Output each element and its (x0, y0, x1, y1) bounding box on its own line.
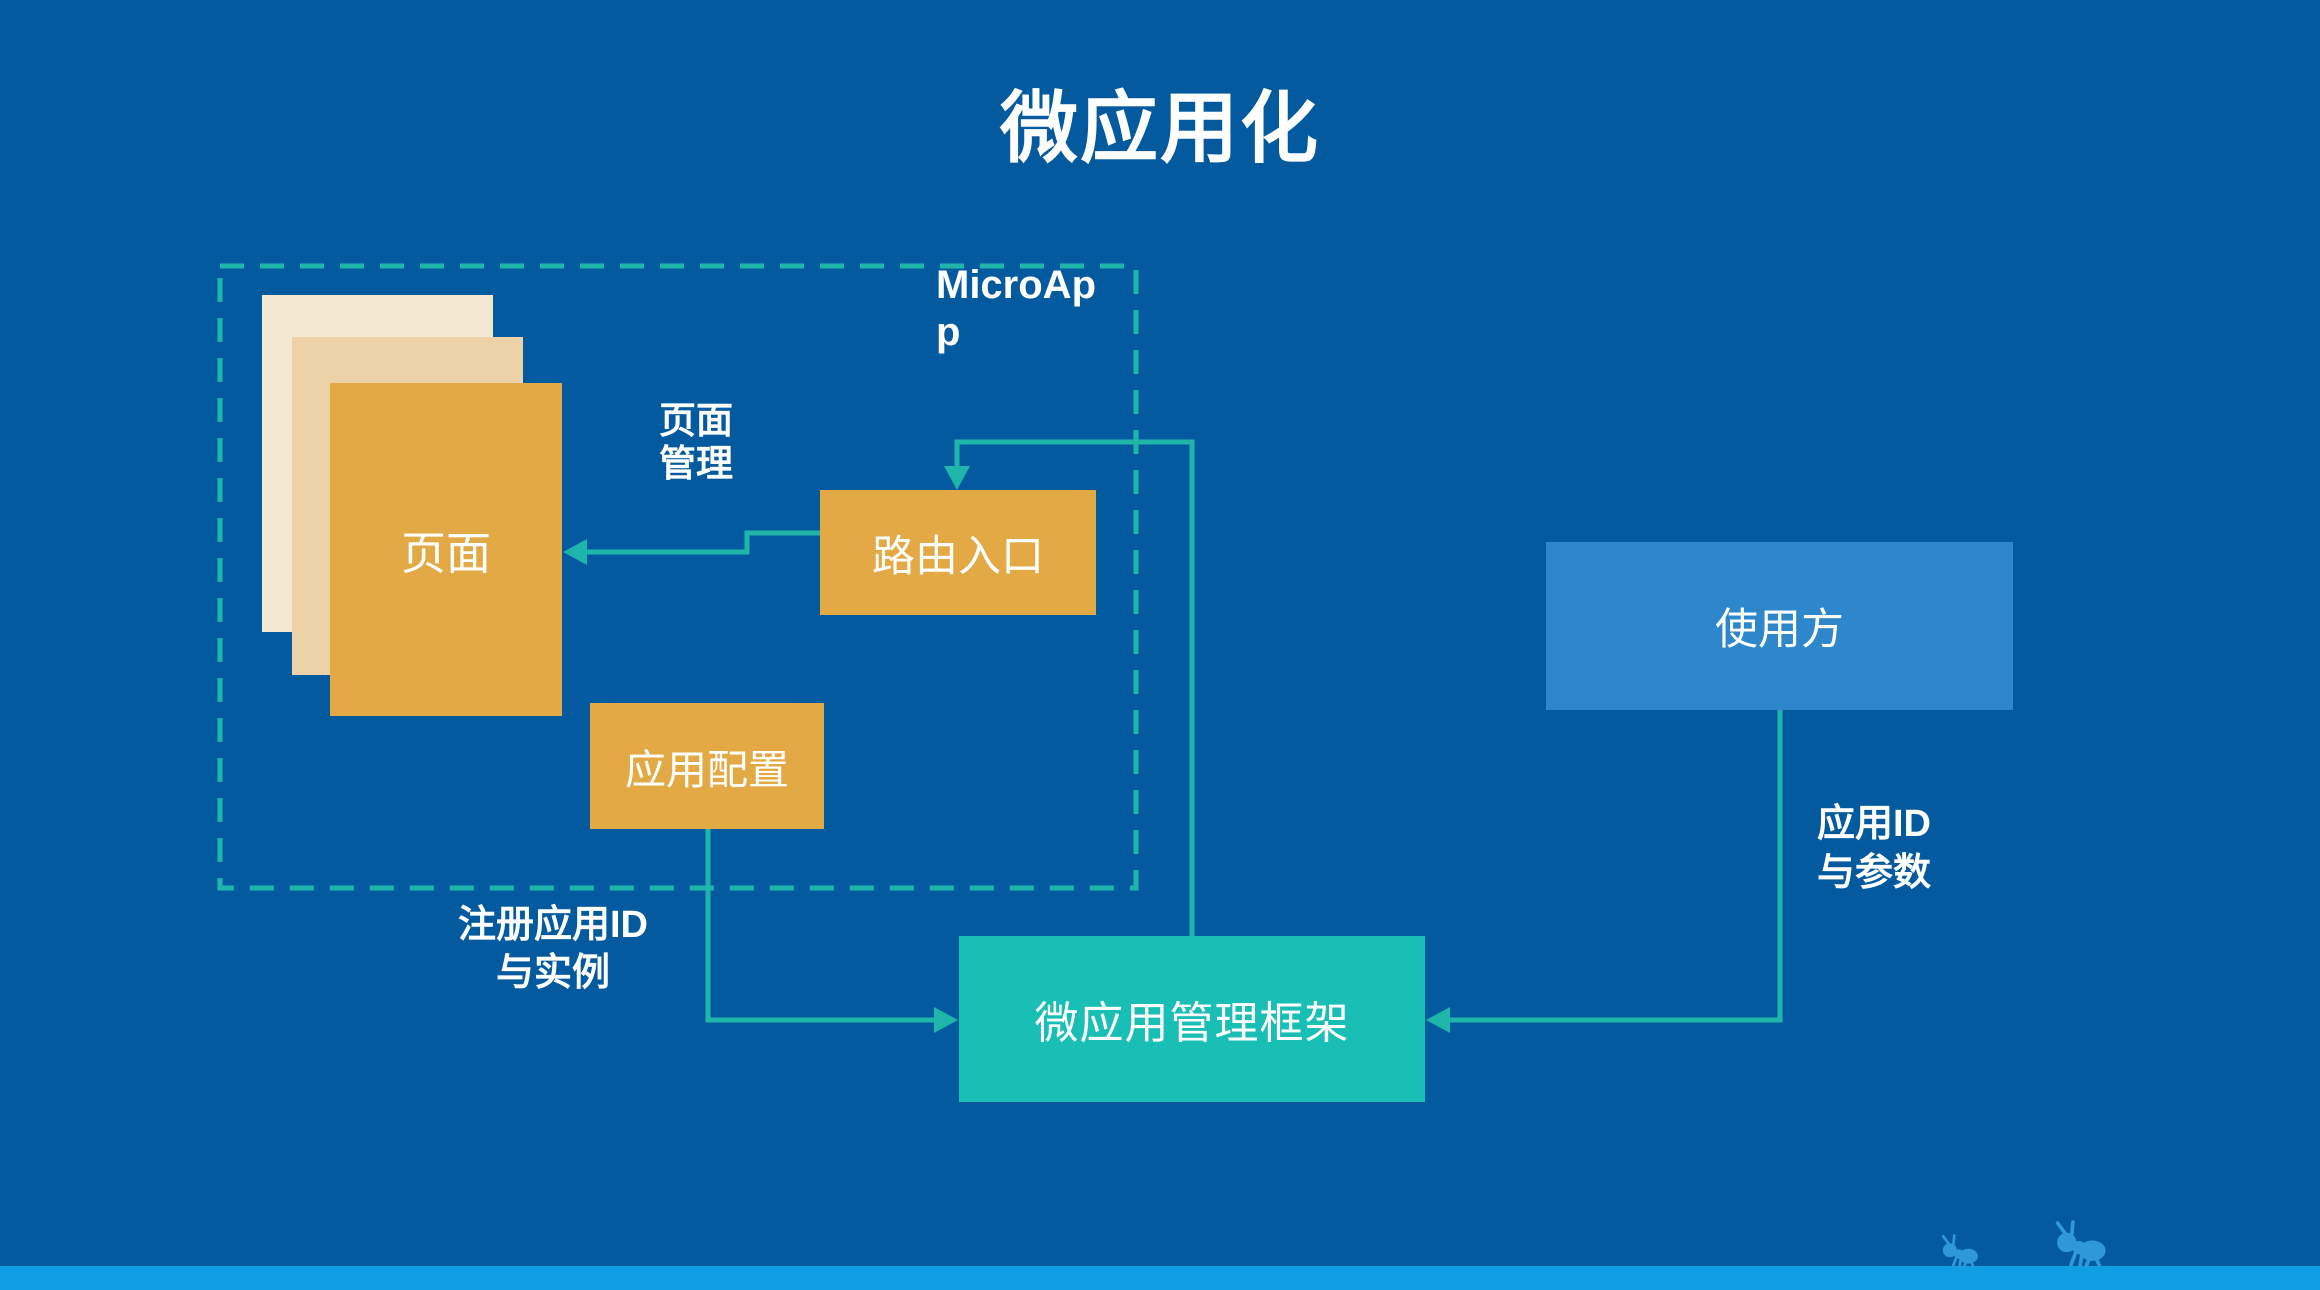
arrowhead-down-icon (944, 466, 970, 490)
arrowhead-right-icon (934, 1007, 958, 1033)
edge-consumer-to-framework (1426, 710, 1783, 1033)
ant-icon (1941, 1234, 1978, 1268)
node-framework: 微应用管理框架 (959, 936, 1425, 1102)
register-appid-label: 注册应用ID 与实例 (457, 904, 648, 994)
node-consumer: 使用方 (1546, 542, 2013, 710)
arrowhead-left-icon (1426, 1007, 1450, 1033)
node-route-entry: 路由入口 (820, 490, 1096, 615)
page-title: 微应用化 (999, 84, 1320, 172)
edge-app-config-to-framework (705, 829, 958, 1033)
bottom-accent-bar (0, 1266, 2320, 1290)
edge-route-entry-to-pages (563, 530, 820, 565)
node-app-config: 应用配置 (590, 703, 824, 829)
microapp-group-label: MicroAp p (936, 263, 1096, 355)
ant-icon (2055, 1220, 2106, 1267)
node-pages: 页面 (330, 383, 562, 716)
page-manage-label: 页面 管理 (659, 400, 733, 484)
arrowhead-left-icon (563, 539, 587, 565)
appid-params-label: 应用ID 与参数 (1817, 803, 1932, 895)
